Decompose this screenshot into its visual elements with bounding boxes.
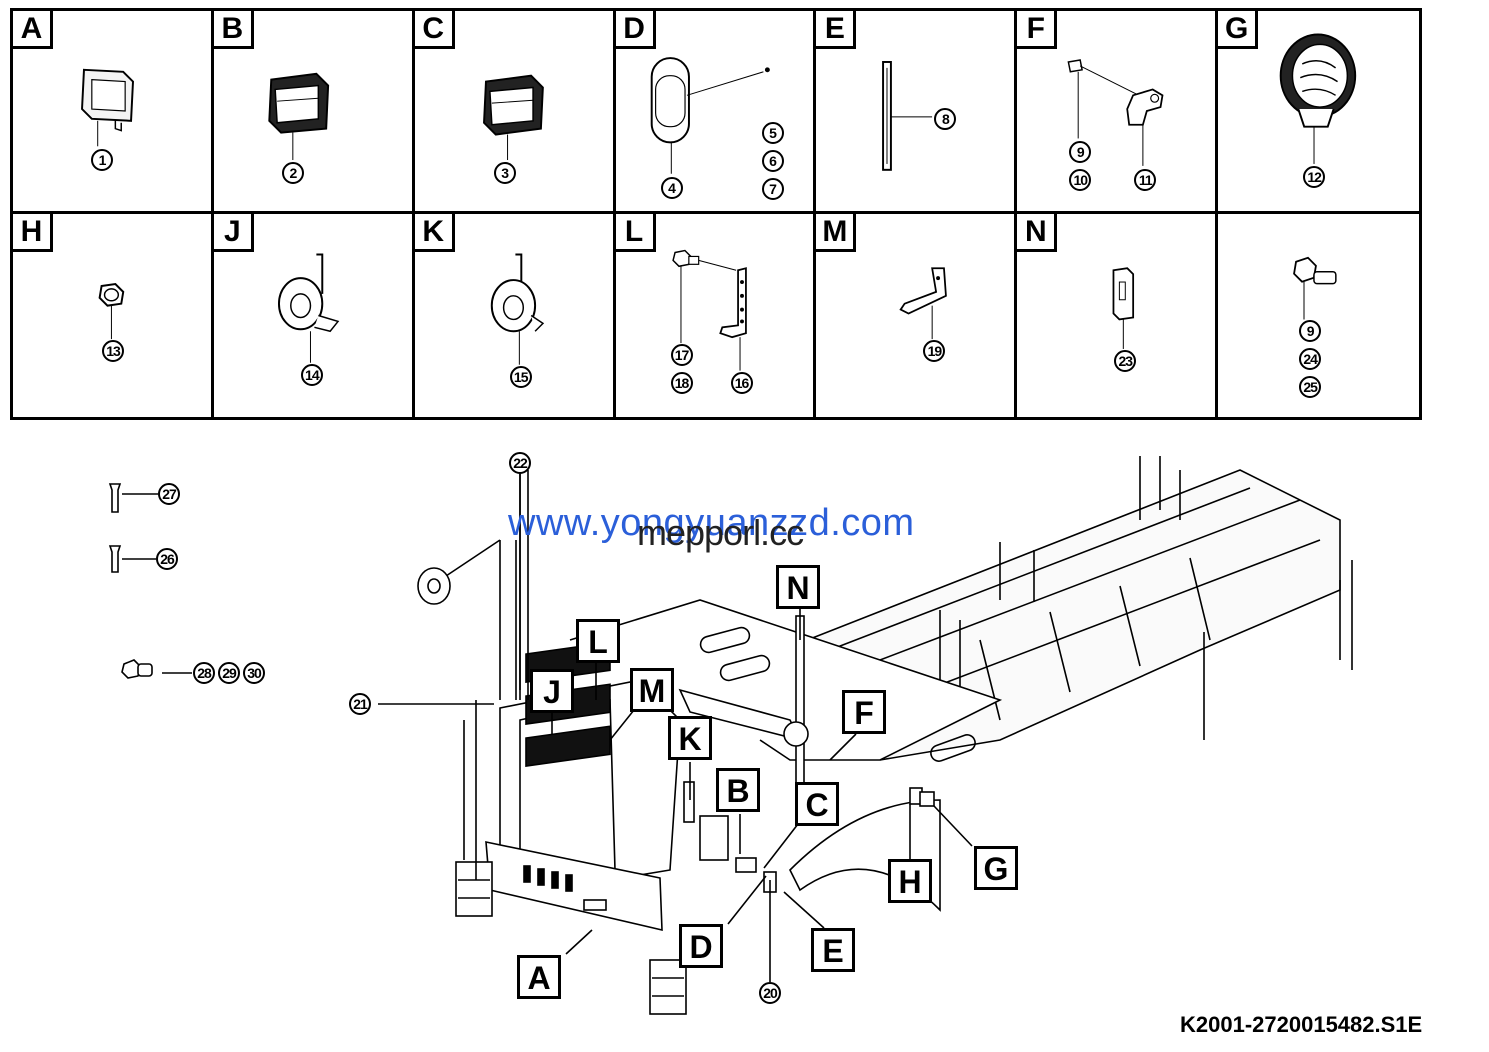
cell-letter: A xyxy=(13,11,53,49)
callout-20: 20 xyxy=(759,982,781,1004)
callout-1: 1 xyxy=(91,149,113,171)
callout-9: 9 xyxy=(1069,141,1092,163)
hex-nut-icon xyxy=(98,282,125,340)
callout-27: 27 xyxy=(158,483,180,505)
callout-21: 21 xyxy=(349,693,371,715)
drawing-code: K2001-2720015482.S1E xyxy=(1180,1012,1423,1037)
location-label-j: J xyxy=(530,669,574,713)
callout-4: 4 xyxy=(660,177,683,199)
work-lamp-rectangular-icon xyxy=(81,68,135,147)
callout-19: 19 xyxy=(923,340,946,362)
cell-e: E 8 xyxy=(816,11,1018,214)
callout-8: 8 xyxy=(934,108,957,130)
cell-j: J 14 xyxy=(213,214,415,417)
cell-letter: J xyxy=(213,214,254,252)
cell-letter: N xyxy=(1017,214,1058,252)
callout-15: 15 xyxy=(509,366,532,388)
location-label-d: D xyxy=(679,924,723,968)
cell-l: L 17 18 16 xyxy=(615,214,817,417)
cell-letter: E xyxy=(816,11,857,49)
cell-n: N 23 xyxy=(1017,214,1219,417)
cell-letter: D xyxy=(615,11,656,49)
callout-6: 6 xyxy=(761,150,784,172)
mounting-bracket-icon xyxy=(671,249,747,371)
cell-g: G 12 xyxy=(1218,11,1419,214)
location-label-k: K xyxy=(668,716,712,760)
callout-7: 7 xyxy=(761,178,784,200)
cell-a: A 1 xyxy=(13,11,214,214)
cell-letter: G xyxy=(1218,11,1259,49)
callout-2: 2 xyxy=(281,162,304,184)
cell-k: K 15 xyxy=(414,214,616,417)
watermark-url: www.yongyuanzzd.com xyxy=(508,502,915,544)
horn-icon xyxy=(277,253,340,363)
work-lamp-led-icon xyxy=(482,74,544,161)
location-label-n: N xyxy=(776,565,820,609)
bracket-clamp-icon xyxy=(1067,59,1164,166)
location-label-l: L xyxy=(576,619,620,663)
cell-c: C 3 xyxy=(414,11,616,214)
cell-letter: C xyxy=(414,11,455,49)
clip-icon xyxy=(1112,267,1135,349)
location-label-h: H xyxy=(888,859,932,903)
cell-b: B 2 xyxy=(213,11,415,214)
cell-letter: M xyxy=(816,214,857,252)
callout-17: 17 xyxy=(670,344,693,366)
cell-letter: B xyxy=(213,11,254,49)
location-label-b: B xyxy=(716,768,760,812)
location-label-f: F xyxy=(842,690,886,734)
location-label-m: M xyxy=(630,668,674,712)
cell-f: F 9 10 11 xyxy=(1017,11,1219,214)
horn-icon xyxy=(490,253,544,365)
cell-letter: K xyxy=(414,214,455,252)
cell-bolt: 9 24 25 xyxy=(1218,214,1419,417)
cell-h: H 13 xyxy=(13,214,214,417)
cell-m: M 19 xyxy=(816,214,1018,417)
callout-30: 30 xyxy=(243,662,265,684)
flange-bolt-icon xyxy=(1293,256,1337,320)
beacon-lamp-icon xyxy=(650,57,770,174)
callout-28: 28 xyxy=(193,662,215,684)
location-label-a: A xyxy=(517,955,561,999)
angle-bracket-icon xyxy=(899,267,948,340)
location-label-e: E xyxy=(811,928,855,972)
location-label-c: C xyxy=(795,782,839,826)
callout-13: 13 xyxy=(102,340,124,362)
callout-29: 29 xyxy=(218,662,240,684)
callout-11: 11 xyxy=(1134,169,1157,191)
work-lamp-led-icon xyxy=(268,72,329,161)
cell-d: D 4 5 6 7 xyxy=(615,11,817,214)
callout-12: 12 xyxy=(1303,166,1326,188)
callout-26: 26 xyxy=(156,548,178,570)
parts-grid: A 1 B 2 C 3 D xyxy=(10,8,1422,420)
callout-14: 14 xyxy=(300,364,323,386)
callout-24: 24 xyxy=(1299,348,1322,370)
watermark-brand: mepporl.cc xyxy=(637,512,804,553)
callout-16: 16 xyxy=(730,372,753,394)
cell-letter: H xyxy=(13,214,53,252)
location-label-g: G xyxy=(974,846,1018,890)
callout-5: 5 xyxy=(761,122,784,144)
callout-22: 22 xyxy=(509,452,531,474)
cell-letter: F xyxy=(1017,11,1058,49)
callout-25: 25 xyxy=(1299,376,1322,398)
callout-9: 9 xyxy=(1299,320,1322,342)
round-work-lamp-icon xyxy=(1279,33,1357,164)
callout-10: 10 xyxy=(1069,169,1092,191)
callout-3: 3 xyxy=(493,162,516,184)
callout-18: 18 xyxy=(670,372,693,394)
callout-23: 23 xyxy=(1114,350,1137,372)
cell-letter: L xyxy=(615,214,656,252)
marker-strip-icon xyxy=(882,60,933,171)
